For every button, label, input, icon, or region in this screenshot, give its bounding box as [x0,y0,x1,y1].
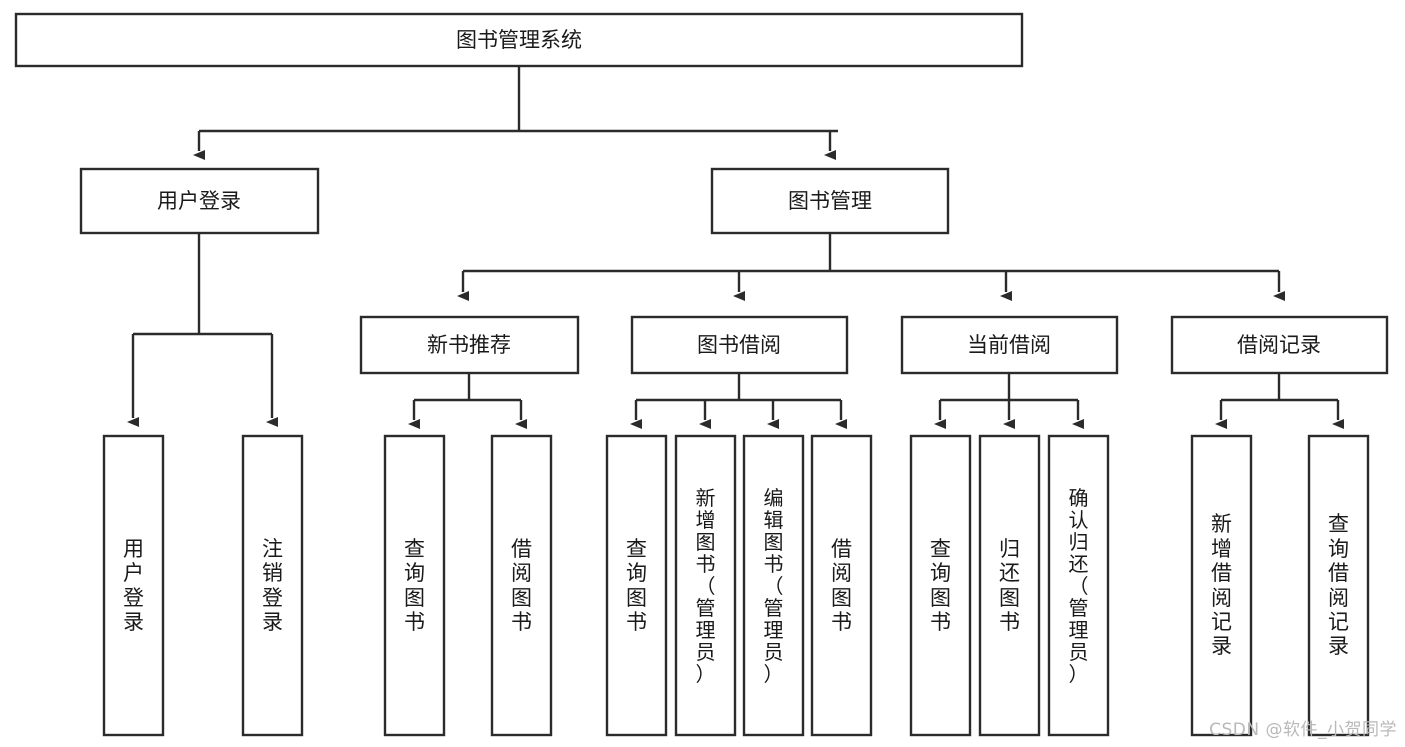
node-current-borrow-label: 当前借阅 [967,333,1051,357]
node-leaf-query-record[interactable] [1307,434,1370,737]
node-user-login[interactable] [79,167,320,235]
connector-userlogin-to-leaves [127,233,278,427]
node-leaf-edit-book[interactable] [742,434,805,737]
node-new-book-recommend[interactable] [359,315,580,375]
node-book-management[interactable] [710,167,950,235]
node-book-borrow-label: 图书借阅 [697,333,781,357]
node-new-book-recommend-label: 新书推荐 [427,333,511,357]
connector-currentborrow-to-leaves [934,373,1084,429]
connector-bookmgmt-to-level3 [457,233,1285,301]
node-leaf-query-book-2[interactable] [605,434,668,737]
node-leaf-add-book[interactable] [674,434,737,737]
node-root-label: 图书管理系统 [456,28,582,52]
node-root[interactable] [14,12,1024,68]
node-user-login-label: 用户登录 [157,189,241,213]
connector-bookborrow-to-leaves [630,373,847,429]
node-book-borrow[interactable] [630,315,849,375]
node-leaf-query-book-1[interactable] [383,434,446,737]
node-leaf-confirm-return[interactable] [1047,434,1110,737]
node-borrow-record-label: 借阅记录 [1237,333,1321,357]
node-leaf-add-record[interactable] [1190,434,1253,737]
connector-borrowrecord-to-leaves [1215,373,1344,429]
node-current-borrow[interactable] [900,315,1119,375]
node-borrow-record[interactable] [1170,315,1389,375]
node-leaf-user-logout[interactable] [241,434,304,737]
node-leaf-user-login[interactable] [102,434,165,737]
node-book-management-label: 图书管理 [788,189,872,213]
watermark-csdn: CSDN @软件_小贺同学 [1209,720,1397,740]
connector-root-to-level2 [193,66,838,160]
node-leaf-return-book[interactable] [978,434,1041,737]
connector-newbook-to-leaves [408,373,527,429]
node-leaf-query-book-3[interactable] [909,434,972,737]
node-leaf-borrow-book-1[interactable] [490,434,553,737]
node-leaf-borrow-book-2[interactable] [810,434,873,737]
